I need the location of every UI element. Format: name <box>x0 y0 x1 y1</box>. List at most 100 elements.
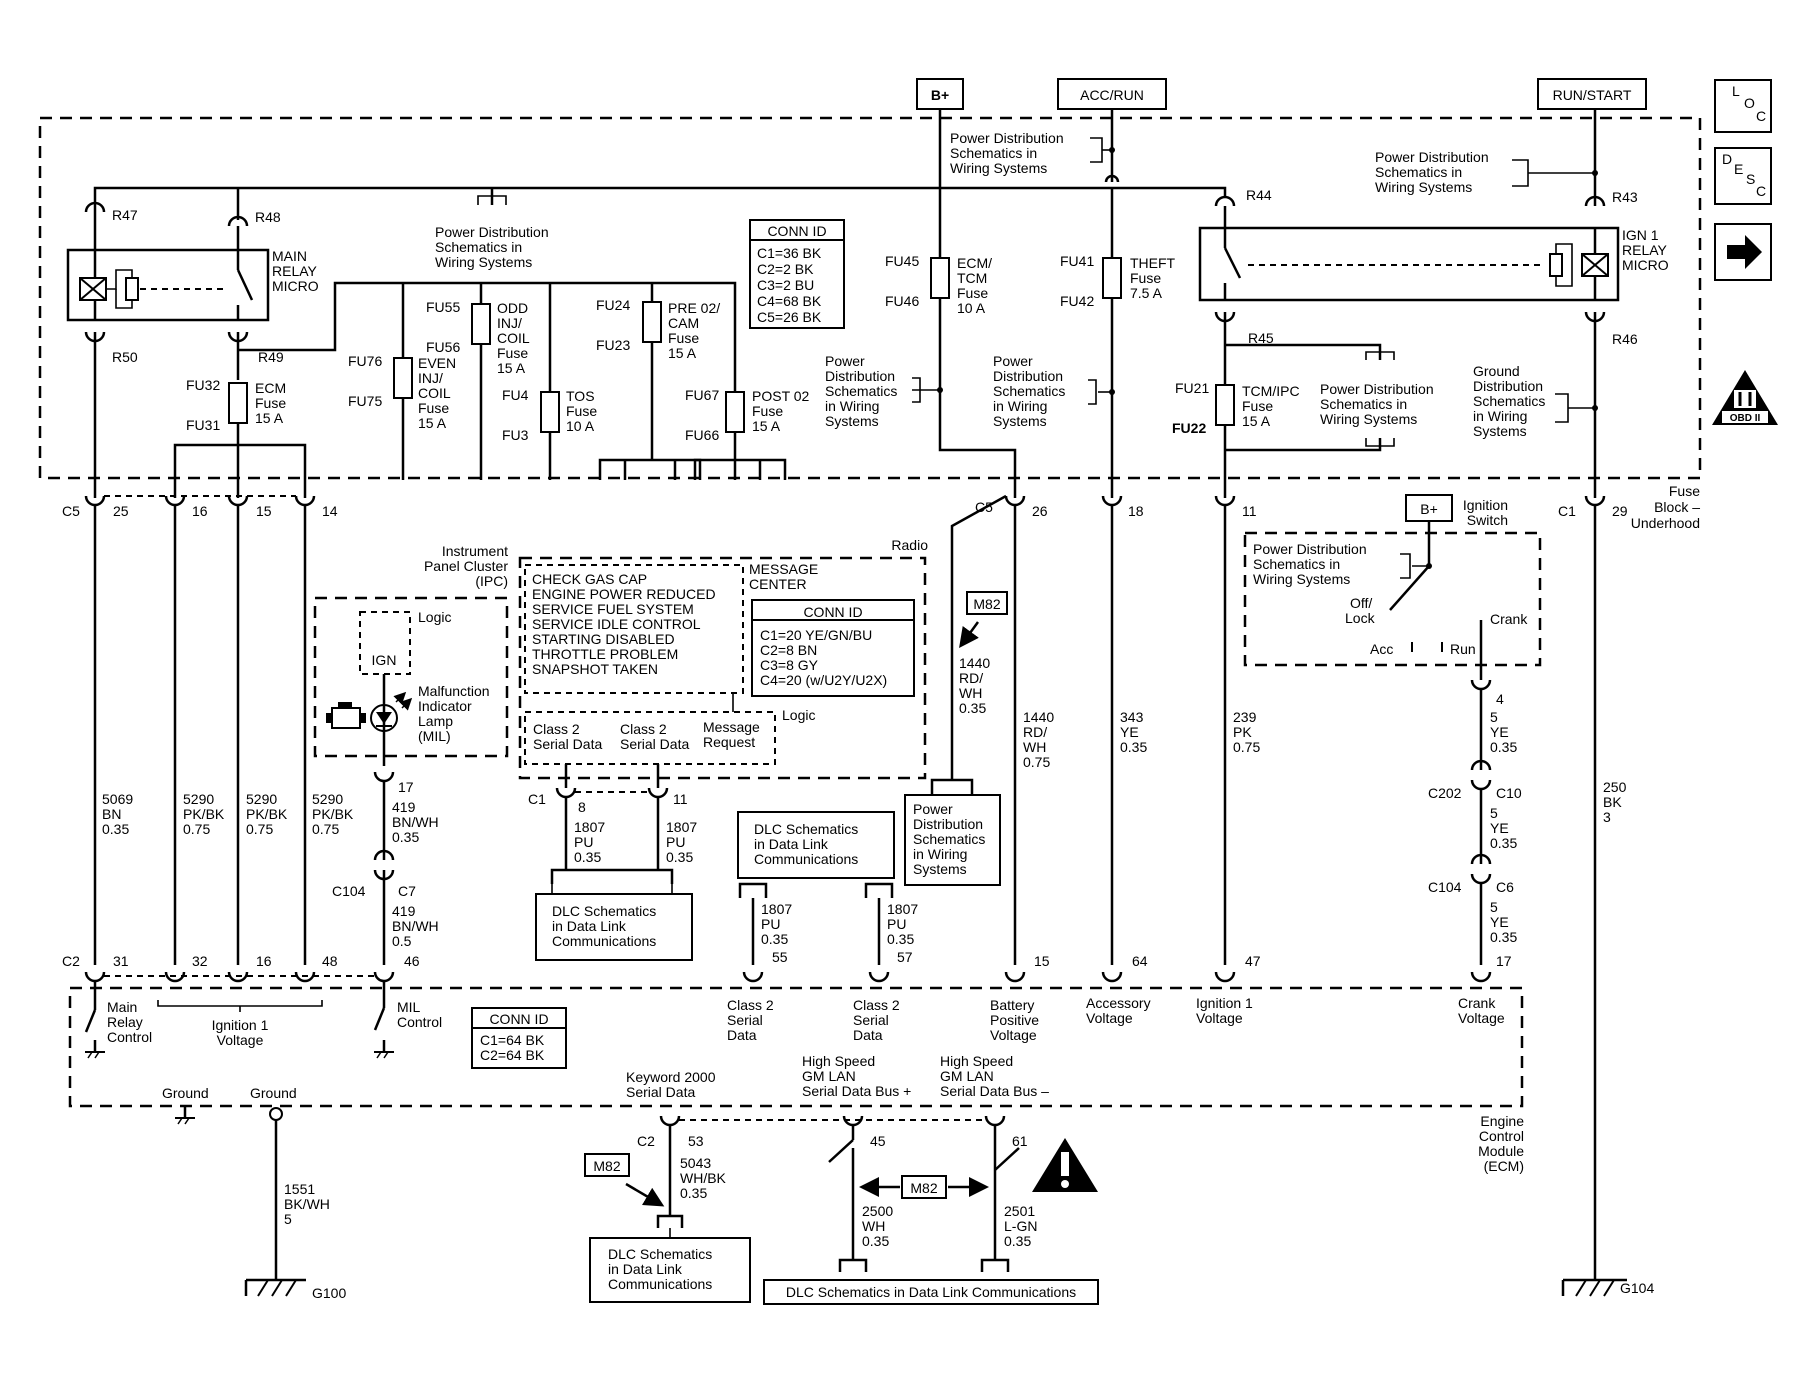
svg-text:WH: WH <box>1023 739 1046 755</box>
svg-text:Fuse: Fuse <box>497 345 528 361</box>
svg-text:Underhood: Underhood <box>1631 515 1700 531</box>
svg-text:S: S <box>1746 171 1755 187</box>
svg-text:M82: M82 <box>973 596 1000 612</box>
svg-text:1807: 1807 <box>761 901 792 917</box>
svg-text:5: 5 <box>1490 709 1498 725</box>
svg-text:R43: R43 <box>1612 189 1638 205</box>
svg-text:Crank: Crank <box>1458 995 1496 1011</box>
obd-ii-icon: OBD II <box>1712 370 1778 425</box>
svg-text:DLC Schematics: DLC Schematics <box>608 1246 712 1262</box>
svg-text:G100: G100 <box>312 1285 346 1301</box>
svg-text:Fuse: Fuse <box>668 330 699 346</box>
svg-text:L-GN: L-GN <box>1004 1218 1037 1234</box>
svg-text:0.35: 0.35 <box>392 829 419 845</box>
svg-text:BK: BK <box>1603 794 1622 810</box>
svg-text:Message: Message <box>703 719 760 735</box>
wire-5290-a: 5290 PK/BK 0.75 <box>183 791 225 837</box>
svg-text:Accessory: Accessory <box>1086 995 1151 1011</box>
psd-m82[interactable] <box>904 794 1001 886</box>
svg-text:PRE 02/: PRE 02/ <box>668 300 720 316</box>
svg-text:Panel Cluster: Panel Cluster <box>424 558 508 574</box>
mil-label: Malfunction Indicator Lamp (MIL) <box>418 683 490 744</box>
fuse-tcm-ipc-label: TCM/IPC Fuse 15 A <box>1242 383 1300 429</box>
svg-text:G104: G104 <box>1620 1280 1654 1296</box>
svg-text:0.75: 0.75 <box>183 821 210 837</box>
svg-text:10 A: 10 A <box>566 418 595 434</box>
svg-text:C5=26 BK: C5=26 BK <box>757 309 822 325</box>
svg-text:61: 61 <box>1012 1133 1028 1149</box>
wire-5290-c: 5290 PK/BK 0.75 <box>312 791 354 837</box>
svg-text:TOS: TOS <box>566 388 595 404</box>
svg-text:D: D <box>1722 151 1732 167</box>
main-relay-label: MAIN RELAY MICRO <box>272 248 319 294</box>
svg-text:C4=68 BK: C4=68 BK <box>757 293 822 309</box>
svg-text:C6: C6 <box>1496 879 1514 895</box>
ign1-voltage-ecm-left: Ignition 1 Voltage <box>212 1017 269 1048</box>
arrow-right-icon[interactable] <box>1714 223 1772 281</box>
svg-text:5: 5 <box>284 1211 292 1227</box>
power-source-run-start: RUN/START <box>1537 78 1647 110</box>
wire-1807-radio-a: 1807 PU 0.35 <box>574 819 605 865</box>
ign1-relay-label: IGN 1 RELAY MICRO <box>1622 227 1669 273</box>
dlc-ref-keyword[interactable] <box>589 1237 751 1303</box>
svg-text:C2=8 BN: C2=8 BN <box>760 642 817 658</box>
svg-text:FU45: FU45 <box>885 253 919 269</box>
dlc-ref-gmlan[interactable] <box>763 1279 1099 1305</box>
ipc-boundary <box>313 596 509 758</box>
svg-text:Distribution: Distribution <box>1473 378 1543 394</box>
svg-text:32: 32 <box>192 953 208 969</box>
svg-text:Power Distribution: Power Distribution <box>950 130 1064 146</box>
svg-text:DLC Schematics: DLC Schematics <box>552 903 656 919</box>
svg-text:THROTTLE PROBLEM: THROTTLE PROBLEM <box>532 646 678 662</box>
svg-text:Class 2: Class 2 <box>620 721 667 737</box>
psd-b-plus: Power Distribution Schematics in Wiring … <box>825 353 897 429</box>
svg-text:29: 29 <box>1612 503 1628 519</box>
svg-text:C104: C104 <box>332 883 366 899</box>
svg-text:BN/WH: BN/WH <box>392 918 439 934</box>
svg-text:Systems: Systems <box>913 861 967 877</box>
svg-text:31: 31 <box>113 953 129 969</box>
svg-text:Power: Power <box>825 353 865 369</box>
svg-text:INJ/: INJ/ <box>418 370 443 386</box>
svg-text:26: 26 <box>1032 503 1048 519</box>
svg-text:C2: C2 <box>62 953 80 969</box>
svg-text:ODD: ODD <box>497 300 528 316</box>
svg-text:FU21: FU21 <box>1175 380 1209 396</box>
svg-text:PU: PU <box>761 916 780 932</box>
svg-text:C5: C5 <box>62 503 80 519</box>
svg-text:0.35: 0.35 <box>574 849 601 865</box>
svg-text:C1: C1 <box>1558 503 1576 519</box>
svg-text:M82: M82 <box>593 1158 620 1174</box>
svg-text:DLC Schematics in Data Link Co: DLC Schematics in Data Link Communicatio… <box>786 1284 1076 1300</box>
svg-text:THEFT: THEFT <box>1130 255 1176 271</box>
loc-icon[interactable]: L O C <box>1714 79 1772 133</box>
svg-text:11: 11 <box>1242 503 1257 519</box>
svg-text:C104: C104 <box>1428 879 1462 895</box>
svg-text:Acc: Acc <box>1370 641 1393 657</box>
svg-text:FU3: FU3 <box>502 427 529 443</box>
main-relay-control-label: Main Relay Control <box>107 999 152 1045</box>
svg-text:TCM/IPC: TCM/IPC <box>1242 383 1300 399</box>
desc-icon[interactable]: D E S C <box>1714 147 1772 205</box>
power-source-acc-run: ACC/RUN <box>1057 78 1167 110</box>
svg-text:IGN: IGN <box>372 652 397 668</box>
svg-text:Fuse: Fuse <box>1130 270 1161 286</box>
dlc-ref-radio[interactable]: DLC Schematics in Data Link Communicatio… <box>552 903 656 949</box>
svg-text:0.35: 0.35 <box>959 700 986 716</box>
wire-2501: 2501 L-GN 0.35 <box>1004 1203 1037 1249</box>
svg-text:Radio: Radio <box>891 537 928 553</box>
wire-5-b: 5 YE 0.35 <box>1490 805 1517 851</box>
svg-text:FU66: FU66 <box>685 427 719 443</box>
svg-text:Class 2: Class 2 <box>533 721 580 737</box>
svg-text:64: 64 <box>1132 953 1148 969</box>
svg-text:C2=64 BK: C2=64 BK <box>480 1047 545 1063</box>
svg-text:0.75: 0.75 <box>1023 754 1050 770</box>
ign1-relay <box>1198 195 1620 323</box>
dlc-ref-center[interactable] <box>737 811 895 879</box>
svg-text:in Data Link: in Data Link <box>552 918 627 934</box>
svg-text:Voltage: Voltage <box>990 1027 1037 1043</box>
svg-text:Fuse: Fuse <box>957 285 988 301</box>
svg-text:Communications: Communications <box>552 933 656 949</box>
svg-text:CENTER: CENTER <box>749 576 807 592</box>
